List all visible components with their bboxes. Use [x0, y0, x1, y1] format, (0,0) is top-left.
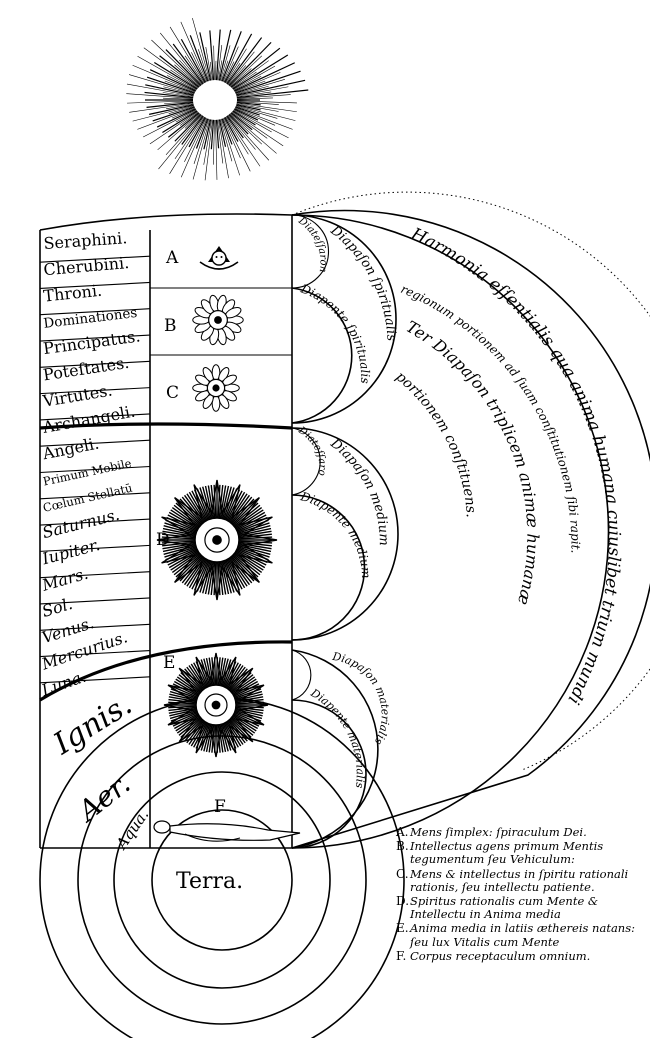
- ter-diapason-text: Ter Diapaſon triplicem animæ humanæ: [403, 317, 542, 607]
- hierarchy-label: Seraphini.: [43, 228, 128, 253]
- diapente-medium-text: Diapente medium: [298, 489, 373, 579]
- letter-c: C: [166, 383, 179, 403]
- hierarchy-labels: Seraphini.Cherubini.Throni.DominationesP…: [38, 228, 141, 700]
- radiant-sun-icon: [126, 17, 309, 181]
- spirit-face-emblem-a: [199, 246, 239, 270]
- rosette-emblem-b: [192, 294, 244, 346]
- diatessaron-low-arc: [291, 649, 312, 701]
- diapason-spiritualis-arc: [291, 214, 397, 424]
- ter-diapason-arc: [291, 214, 610, 849]
- harmonia-arc: [291, 209, 650, 849]
- legend-item: B. Intellectus agens primum Mentis tegum…: [396, 839, 604, 867]
- diatessaron-top-arc: [291, 214, 329, 289]
- rosette-emblem-c: [192, 364, 240, 412]
- diapente-materialis-arc: [291, 699, 367, 849]
- diapason-materialis-arc: [291, 649, 379, 849]
- diatessaron-mid-arc: [291, 427, 321, 496]
- letter-e: E: [163, 653, 175, 673]
- letter-b: B: [164, 316, 177, 336]
- hierarchy-label: Mars.: [39, 564, 90, 595]
- diapason-medium-arc: [291, 427, 399, 641]
- diapente-spiritualis-arc: [291, 287, 353, 424]
- legend-item: F. Corpus receptaculum omnium.: [396, 948, 591, 963]
- hierarchy-column: [39, 213, 293, 849]
- legend-item: C. Mens & intellectus in ſpiritu rationa…: [396, 866, 629, 894]
- hierarchy-label: Throni.: [42, 281, 102, 306]
- star-emblem-e: [163, 652, 269, 758]
- element-terra: Terra.: [176, 869, 243, 894]
- legend-item: A. Mens ſimplex: ſpiraculum Dei.: [396, 825, 587, 839]
- diapason-spiritualis-text: Diapaſon ſpiritualis: [327, 223, 399, 342]
- hierarchy-label: Sol.: [40, 594, 75, 621]
- hierarchy-label: Poteſtates.: [42, 353, 131, 385]
- ter-diapason-text-2: portionem conſtituens.: [392, 369, 478, 518]
- human-figure-icon: [153, 820, 301, 842]
- legend-item: E. Anima media in latiis æthereis natans…: [396, 921, 635, 949]
- diapente-medium-arc: [291, 494, 366, 641]
- element-aqua: Aqua.: [111, 806, 152, 854]
- diapente-materialis-text: Diapente materialis: [308, 686, 367, 789]
- letter-f: F: [214, 797, 226, 817]
- diapason-materialis-text: Diapaſon materialis: [330, 650, 391, 747]
- diapente-spiritualis-text: Diapente ſpiritualis: [298, 281, 372, 384]
- hierarchy-label: Cherubini.: [43, 253, 130, 279]
- diatessaron-top-text: Diateſſaron: [295, 215, 328, 273]
- letter-a: A: [165, 248, 179, 268]
- hierarchy-label: Angeli.: [40, 434, 100, 464]
- element-aer: Aer.: [70, 767, 137, 829]
- legend: A. Mens ſimplex: ſpiraculum Dei. B. Inte…: [396, 825, 646, 964]
- star-emblem-d: [156, 479, 278, 601]
- legend-item: D. Spiritus rationalis cum Mente & Intel…: [396, 894, 599, 922]
